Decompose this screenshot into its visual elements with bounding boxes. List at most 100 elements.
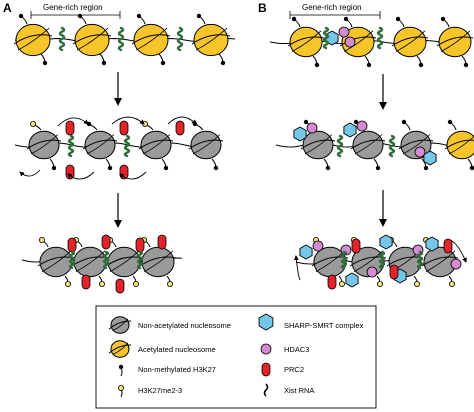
xist-rna <box>102 250 110 270</box>
h3k27-tail <box>77 13 87 25</box>
non-acetylated-nucleosome <box>82 130 118 160</box>
xist-rna <box>416 250 424 270</box>
methylation-spread-arrow <box>293 255 301 281</box>
h3k27me-icon <box>118 384 125 398</box>
non-acetylated-nucleosome <box>421 246 459 278</box>
h3k27me-tail <box>132 275 139 287</box>
xist-rna <box>376 26 384 50</box>
hdac3 <box>366 266 378 278</box>
xist-rna <box>68 250 76 270</box>
panel-a-region-label: Gene-rich region <box>43 3 103 12</box>
non-acetylated-nucleosome <box>71 246 109 278</box>
acetylated-nucleosome <box>436 26 474 58</box>
prc2 <box>101 234 111 250</box>
legend: Non-acetylated nucleosome SHARP-SMRT com… <box>95 305 377 409</box>
xist-rna <box>117 26 125 52</box>
prc2 <box>443 238 453 254</box>
non-acetylated-nucleosome <box>105 246 143 278</box>
acetylated-nucleosome <box>131 23 171 57</box>
h3k27-tail <box>49 158 57 171</box>
prc2 <box>81 274 91 290</box>
h3k27-tail <box>364 55 372 68</box>
prc2 <box>175 120 185 136</box>
legend-label-2: Acetylated nucleosome <box>138 345 216 354</box>
non-acetylated-nucleosome <box>37 246 75 278</box>
prc2 <box>119 120 129 136</box>
acetylated-nucleosome <box>191 23 231 57</box>
h3k27-tail <box>416 55 424 68</box>
non-acetylated-nucleosome <box>139 246 177 278</box>
h3k27-tail <box>323 158 331 171</box>
h3k27-tail <box>196 13 206 25</box>
panel-a-label: A <box>3 1 12 15</box>
h3k27-tail <box>373 158 381 171</box>
hdac3 <box>312 240 324 252</box>
prc2 <box>327 274 337 290</box>
h3k27me-tail <box>338 275 345 287</box>
sharp-smrt-complex <box>379 234 393 250</box>
h3k27me-tail <box>98 275 106 287</box>
xist-rna <box>322 26 330 50</box>
methylation-spread-arrow <box>449 239 467 263</box>
prc2 <box>157 234 167 250</box>
non-acetylated-nucleosome <box>188 130 224 160</box>
h3k27me-tail <box>166 275 173 287</box>
sharp-smrt-complex <box>425 236 439 252</box>
legend-label-6: H3K27me2-3 <box>138 386 182 395</box>
legend-label-3: HDAC3 <box>284 345 309 354</box>
acetylated-nucleosome <box>72 23 112 57</box>
non-acetylated-nucleosome <box>300 130 336 160</box>
hdac3 <box>338 26 350 38</box>
legend-label-4: Non-methylated H3K27 <box>138 365 216 374</box>
prc2 <box>67 237 77 253</box>
legend-icons <box>108 313 274 398</box>
h3k27-tail <box>461 55 469 68</box>
h3k27-tail <box>40 53 48 66</box>
h3k27-tail <box>312 55 320 68</box>
h3k27-tail <box>136 13 146 25</box>
methylation-spread-arrow <box>119 171 147 180</box>
acetylated-nucleosome <box>391 26 429 58</box>
h3k27-tail <box>105 158 113 171</box>
xist-rna <box>336 134 344 158</box>
panel-a-diagram <box>13 13 236 294</box>
h3k27-tail <box>401 119 411 131</box>
panel-b-region-bracket: Gene-rich region <box>289 3 381 19</box>
h3k27-tail <box>440 16 450 28</box>
h3k27-tail <box>161 158 169 171</box>
non-acetylated-nucleosome <box>138 130 174 160</box>
h3k27-tail <box>18 13 28 25</box>
sharp-smrt-complex <box>345 272 359 288</box>
yellow-nucleosome-icon <box>108 340 132 358</box>
sharp-smrt-complex <box>299 244 313 260</box>
acetylated-nucleosome <box>13 23 53 57</box>
h3k27-tail <box>218 53 226 66</box>
h3k27me-tail <box>376 275 383 287</box>
h3k27-tail <box>447 119 457 131</box>
legend-label-1: SHARP-SMRT complex <box>284 321 364 330</box>
hdac3 <box>414 146 426 158</box>
h3k27-tail <box>467 158 474 171</box>
methylation-spread-arrow <box>111 116 145 125</box>
prc2-icon <box>261 362 271 377</box>
h3k27-tail <box>99 53 107 66</box>
hdac3 <box>306 122 318 134</box>
h3k27-tail <box>395 16 405 28</box>
legend-label-5: PRC2 <box>284 365 304 374</box>
prc2 <box>65 120 75 136</box>
hdac3 <box>356 120 368 132</box>
xist-rna <box>136 250 144 270</box>
prc2 <box>389 264 399 280</box>
h3k27me-tail <box>64 275 72 287</box>
legend-label-7: Xist RNA <box>284 386 314 395</box>
h3k27-tail <box>211 158 219 171</box>
xist-rna <box>388 134 396 158</box>
h3k27-tail <box>158 53 166 66</box>
h3k27me-tail <box>448 275 455 287</box>
acetylated-nucleosome <box>444 130 474 160</box>
sharp-smrt-icon <box>258 313 274 331</box>
xist-rna <box>58 26 66 52</box>
prc2 <box>115 278 125 294</box>
h3k27me-tail <box>39 236 49 248</box>
